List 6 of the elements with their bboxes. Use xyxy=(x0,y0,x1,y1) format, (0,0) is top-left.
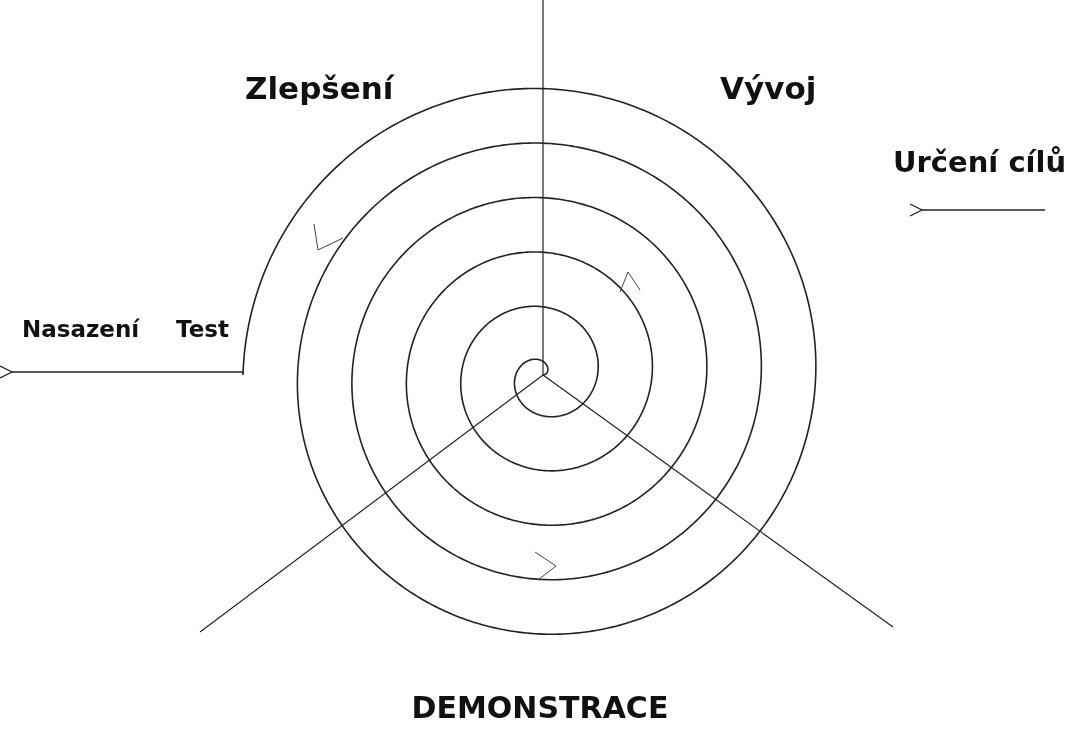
phase-label: Určení cílů xyxy=(893,145,1067,179)
phase-label: Test xyxy=(176,316,229,342)
phase-label: DEMONSTRACE xyxy=(411,690,669,725)
phase-label: Zlepšení xyxy=(245,70,394,106)
phase-label: Vývoj xyxy=(720,70,817,106)
phase-label: Nasazení xyxy=(22,316,140,342)
